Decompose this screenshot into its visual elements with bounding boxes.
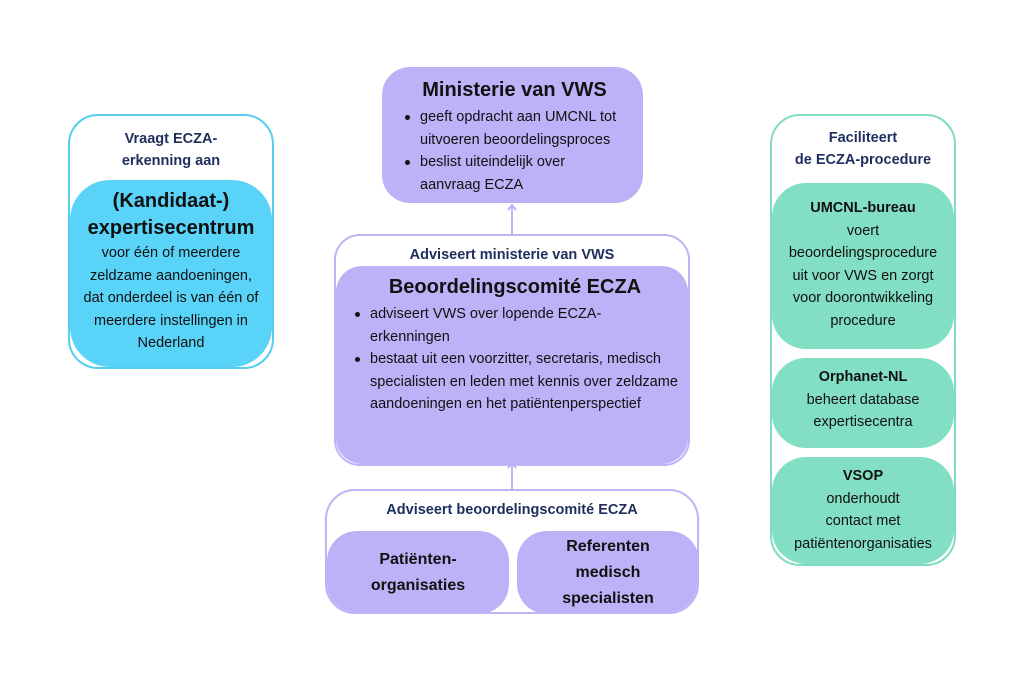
expertisecentrum-body-line: meerdere instellingen in: [94, 312, 248, 329]
comite-title: Beoordelingscomité ECZA: [388, 276, 642, 298]
vsop-body-line: patiëntenorganisaties: [794, 535, 932, 552]
umcnl-box: UMCNL-bureau voert beoordelingsprocedure…: [772, 183, 954, 349]
comite-group: Adviseert ministerie van VWS Beoordeling…: [334, 234, 690, 466]
patienten-line: Patiënten-: [379, 550, 457, 568]
vsop-body-line: contact met: [825, 513, 901, 529]
arrow-up-icon: [506, 461, 518, 490]
ministerie-bullets: geeft opdracht aan UMCNL tot uitvoeren b…: [400, 106, 629, 196]
orphanet-title: Orphanet-NL: [818, 369, 908, 385]
orphanet-box: Orphanet-NL beheert database expertisece…: [772, 358, 954, 448]
vsop-title: VSOP: [842, 468, 884, 484]
facilitators-caption: Faciliteert de ECZA-procedure: [772, 127, 954, 171]
referenten-line: Referenten: [566, 537, 650, 555]
caption-line: Vraagt ECZA-: [124, 131, 218, 147]
ministerie-title: Ministerie van VWS: [422, 79, 607, 101]
patienten-line: organisaties: [370, 576, 466, 594]
facilitators-group: Faciliteert de ECZA-procedure UMCNL-bure…: [770, 114, 956, 566]
umcnl-body-line: beoordelingsprocedure: [788, 245, 938, 261]
referenten-box: Referenten medisch specialisten: [517, 531, 697, 612]
ministerie-bullet: beslist uiteindelijk over aanvraag ECZA: [400, 151, 629, 196]
advisors-caption: Adviseert beoordelingscomité ECZA: [386, 502, 638, 518]
comite-bullet: adviseert VWS over lopende ECZA-erkennin…: [350, 303, 680, 348]
caption-line: Faciliteert: [828, 130, 898, 146]
expertisecentrum-body-line: voor één of meerdere: [101, 245, 241, 261]
expertisecentrum-body-line: dat onderdeel is van één of: [83, 290, 259, 306]
umcnl-title: UMCNL-bureau: [810, 200, 916, 216]
orphanet-body-line: beheert database: [806, 391, 920, 408]
comite-bullets: adviseert VWS over lopende ECZA-erkennin…: [350, 303, 680, 416]
applicant-caption: Vraagt ECZA- erkenning aan: [70, 128, 272, 172]
vsop-box: VSOP onderhoudt contact met patiëntenorg…: [772, 457, 954, 564]
umcnl-body-line: procedure: [830, 312, 896, 329]
comite-caption: Adviseert ministerie van VWS: [409, 247, 615, 263]
vsop-body-line: onderhoudt: [826, 490, 900, 507]
advisors-group: Adviseert beoordelingscomité ECZA Patiën…: [325, 489, 699, 614]
expertisecentrum-title-1: (Kandidaat-): [112, 190, 230, 212]
umcnl-body-line: uit voor VWS en zorgt: [792, 267, 934, 284]
applicant-group: Vraagt ECZA- erkenning aan (Kandidaat-) …: [68, 114, 274, 369]
expertisecentrum-body-line: zeldzame aandoeningen,: [89, 267, 253, 284]
umcnl-body-line: voert: [846, 222, 880, 239]
referenten-line: specialisten: [562, 589, 654, 607]
comite-box: Beoordelingscomité ECZA adviseert VWS ov…: [336, 266, 688, 464]
expertisecentrum-box: (Kandidaat-) expertisecentrum voor één o…: [70, 180, 272, 367]
expertisecentrum-title-2: expertisecentrum: [87, 217, 255, 239]
umcnl-body-line: voor doorontwikkeling: [792, 290, 934, 306]
expertisecentrum-body-line: Nederland: [137, 335, 205, 351]
patientenorganisaties-box: Patiënten- organisaties: [327, 531, 509, 612]
comite-bullet: bestaat uit een voorzitter, secretaris, …: [350, 348, 680, 416]
orphanet-body-line: expertisecentra: [813, 414, 913, 430]
referenten-line: medisch: [575, 563, 641, 581]
ministerie-box: Ministerie van VWS geeft opdracht aan UM…: [382, 67, 643, 203]
caption-line: de ECZA-procedure: [794, 152, 932, 168]
ministerie-bullet: geeft opdracht aan UMCNL tot uitvoeren b…: [400, 106, 629, 151]
caption-line: erkenning aan: [121, 153, 221, 169]
arrow-up-icon: [506, 203, 518, 235]
